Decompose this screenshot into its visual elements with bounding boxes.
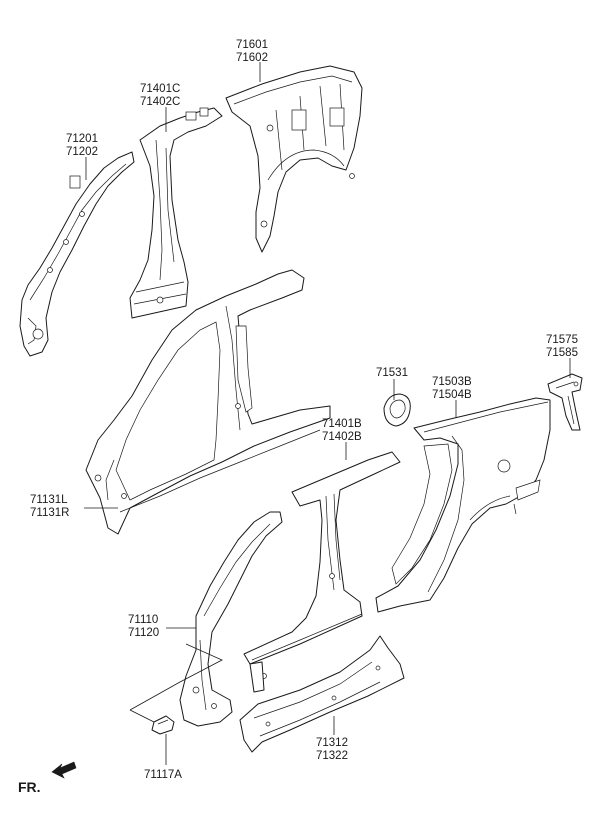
side-outer-panel-part[interactable] [85, 269, 331, 535]
label-71131r: 71131R [30, 507, 69, 519]
label-71120: 71120 [128, 627, 159, 639]
center-pillar-outer-part[interactable] [243, 451, 401, 693]
label-71531: 71531 [376, 367, 408, 379]
label-71401c: 71401C [140, 83, 180, 95]
label-71131l: 71131L [30, 494, 68, 506]
label-71503b: 71503B [432, 376, 472, 388]
fuel-filler-door-part[interactable] [383, 393, 411, 427]
label-71201: 71201 [66, 133, 98, 145]
label-71322: 71322 [316, 750, 348, 762]
side-sill-part[interactable] [239, 635, 405, 753]
label-71312: 71312 [316, 737, 348, 749]
quarter-inner-part[interactable] [225, 65, 363, 253]
label-71601: 71601 [236, 39, 268, 51]
quarter-outer-panel-part[interactable] [375, 397, 551, 613]
front-arrow-icon [51, 761, 77, 779]
label-71202: 71202 [66, 146, 98, 158]
label-71402b: 71402B [322, 431, 362, 443]
label-71602: 71602 [236, 52, 268, 64]
pillar-reinforcement-part[interactable] [151, 715, 175, 735]
label-71401b: 71401B [322, 418, 362, 430]
front-pillar-inner-part[interactable] [19, 151, 135, 357]
center-pillar-inner-part[interactable] [129, 107, 223, 319]
front-direction-indicator: FR. [18, 761, 77, 795]
leader-lines [84, 62, 571, 765]
quarter-bracket-part[interactable] [547, 373, 583, 431]
label-71504b: 71504B [432, 389, 472, 401]
label-71585: 71585 [546, 347, 578, 359]
front-direction-label: FR. [18, 779, 41, 795]
label-71110: 71110 [128, 614, 158, 626]
label-71402c: 71402C [140, 96, 180, 108]
front-pillar-outer-part[interactable] [179, 511, 283, 727]
label-71117a: 71117A [144, 769, 182, 781]
label-71575: 71575 [546, 334, 578, 346]
